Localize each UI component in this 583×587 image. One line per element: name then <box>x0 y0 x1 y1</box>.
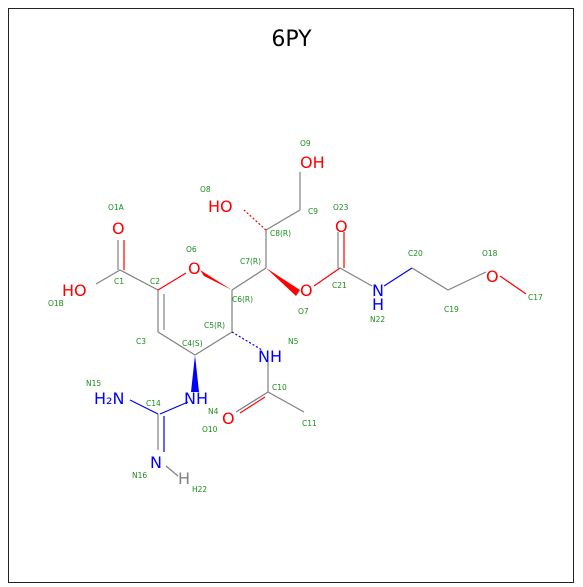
bond-n4-c14 <box>159 401 189 415</box>
label-c14: C14 <box>146 399 161 408</box>
label-o23: O23 <box>333 203 349 212</box>
label-c17: C17 <box>528 293 543 302</box>
bond-n15-c14 <box>129 399 159 415</box>
bond-c8-c9 <box>265 209 301 231</box>
molecule-title: 6PY <box>271 27 312 52</box>
diagram-frame <box>8 8 574 583</box>
atom-symbols: OH HO O O O HO O N H O NH H₂N NH O N H <box>62 153 499 488</box>
label-n15: N15 <box>86 379 101 388</box>
bond-c2-o6 <box>157 272 187 291</box>
label-c7: C7(R) <box>240 257 261 266</box>
acetamido-group <box>231 331 305 414</box>
atom-labels: O9 O8 C9 O23 C8(R) O1A O6 C7(R) C20 O18 … <box>48 139 543 494</box>
bond-n16-h22 <box>165 465 179 477</box>
hash-c5-n5 <box>231 331 263 351</box>
wedge-c6-o6 <box>200 270 232 290</box>
label-c11: C11 <box>302 419 317 428</box>
bond-o18-c17 <box>499 275 527 295</box>
label-c1: C1 <box>114 277 124 286</box>
bond-c1-o1b <box>95 269 121 285</box>
atom-o6-symbol: O <box>188 259 201 278</box>
label-c10: C10 <box>272 383 287 392</box>
atom-o18-symbol: O <box>486 267 499 286</box>
label-n5: N5 <box>288 337 299 346</box>
label-n16: N16 <box>132 471 147 480</box>
label-o10: O10 <box>202 425 218 434</box>
bond-c2-c1 <box>119 269 159 291</box>
label-c8: C8(R) <box>270 229 291 238</box>
label-c9: C9 <box>308 207 318 216</box>
atom-n22-h-symbol: H <box>372 295 384 314</box>
label-c3: C3 <box>136 337 146 346</box>
bond-n22-c20 <box>383 267 413 287</box>
atom-h22-symbol: H <box>178 469 190 488</box>
label-n22: N22 <box>370 315 385 324</box>
carboxyl-group <box>95 240 159 291</box>
atom-o9-symbol: OH <box>300 153 325 172</box>
label-o8: O8 <box>200 185 211 194</box>
bond-c3-c4 <box>157 331 196 356</box>
guanidino-group <box>129 399 189 477</box>
wedge-c4-n4 <box>191 355 199 392</box>
atom-o8-symbol: HO <box>208 197 233 216</box>
bond-c21-n22 <box>339 267 373 287</box>
bond-c10-o10 <box>235 391 269 413</box>
label-o18: O18 <box>482 249 498 258</box>
carbamate-group <box>313 232 527 295</box>
label-c4: C4(S) <box>182 339 203 348</box>
ring-bonds <box>157 272 233 356</box>
wedge-c7-o7 <box>266 268 300 296</box>
label-o1b: O1B <box>48 299 64 308</box>
label-c5: C5(R) <box>204 321 225 330</box>
bond-c4-c5 <box>194 331 233 356</box>
atom-n22-symbol: N <box>372 281 384 300</box>
atom-n5-symbol: NH <box>258 347 282 366</box>
side-chain-bonds <box>231 172 301 291</box>
label-o1a: O1A <box>108 203 125 212</box>
label-c20: C20 <box>408 249 423 258</box>
atom-o7-symbol: O <box>300 281 313 300</box>
label-o7: O7 <box>298 307 309 316</box>
label-c6: C6(R) <box>232 295 253 304</box>
bond-c10-o10-double <box>239 396 266 414</box>
atom-o1b-symbol: HO <box>62 281 87 300</box>
label-n4: N4 <box>208 407 219 416</box>
atom-o23-symbol: O <box>335 217 348 236</box>
bond-c6-c7 <box>231 267 267 291</box>
label-h22: H22 <box>192 485 207 494</box>
label-c21: C21 <box>332 281 347 290</box>
bond-o7-c21 <box>313 267 341 287</box>
hash-c8-o8 <box>243 209 267 231</box>
atom-n4-symbol: NH <box>184 389 208 408</box>
bond-c20-c19 <box>411 267 449 291</box>
atom-n16-symbol: N <box>150 453 162 472</box>
bond-c19-o18 <box>447 271 487 291</box>
label-o6: O6 <box>186 245 197 254</box>
label-c2: C2 <box>150 277 160 286</box>
atom-o1a-symbol: O <box>112 219 125 238</box>
atom-n15-symbol: H₂N <box>94 389 124 408</box>
label-o9: O9 <box>300 139 311 148</box>
label-c19: C19 <box>444 305 459 314</box>
atom-o10-symbol: O <box>222 409 235 428</box>
bond-c10-c11 <box>267 391 305 413</box>
